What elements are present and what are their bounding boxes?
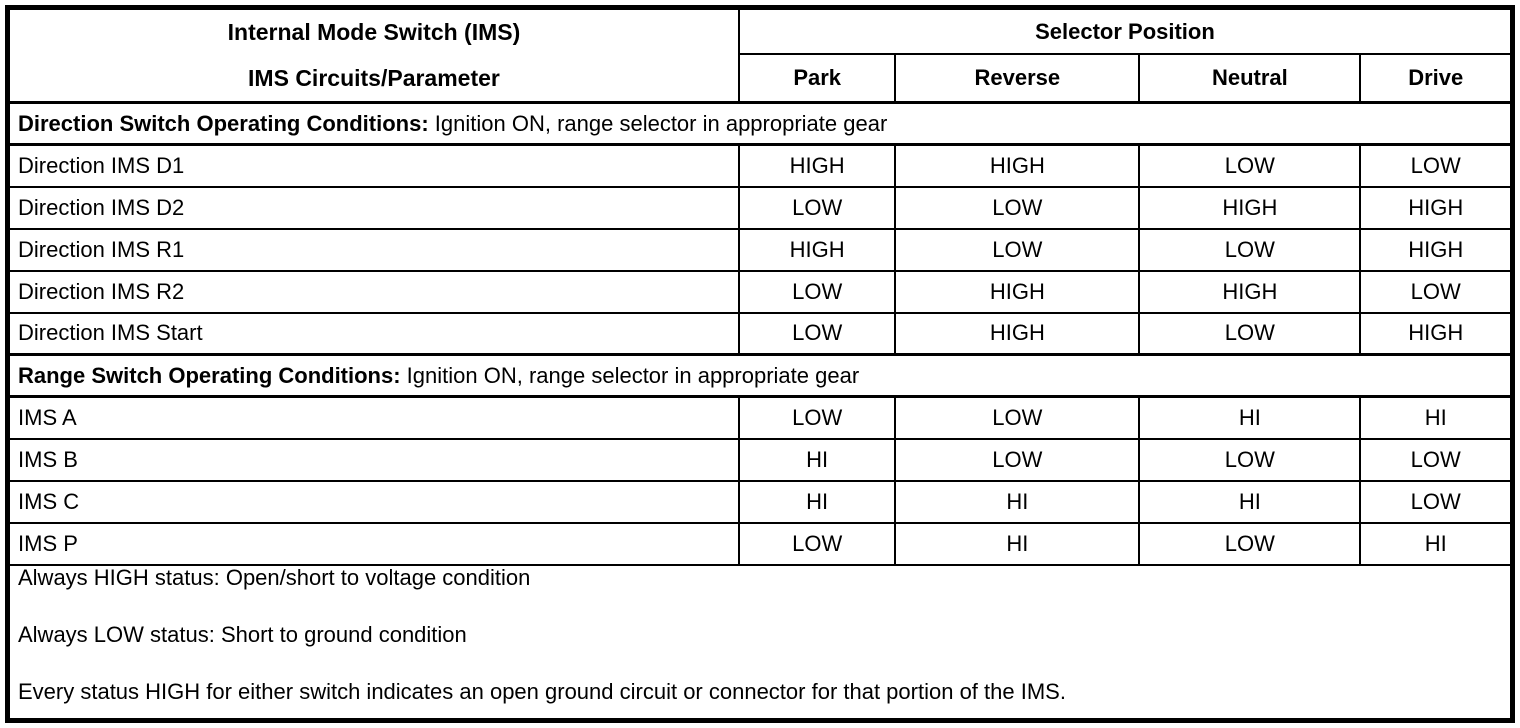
notes-cell: Always HIGH status: Open/short to voltag… (6, 563, 1514, 722)
value-cell: LOW (737, 269, 897, 314)
note-always-high: Always HIGH status: Open/short to voltag… (18, 564, 531, 590)
value-cell: LOW (1138, 437, 1362, 482)
table-row: Direction IMS R1 HIGH LOW LOW HIGH (6, 227, 1514, 272)
row-label: IMS A (6, 395, 740, 440)
table-row: IMS A LOW LOW HI HI (6, 395, 1514, 440)
row-label: Direction IMS R1 (6, 227, 740, 272)
value-cell: LOW (1359, 437, 1514, 482)
page-title: Internal Mode Switch (IMS) (227, 19, 521, 46)
value-cell: HI (737, 437, 897, 482)
row-label: IMS B (6, 437, 740, 482)
section-title-bold: Direction Switch Operating Conditions: (18, 110, 429, 136)
section-title-bold: Range Switch Operating Conditions: (18, 362, 401, 388)
value-cell: LOW (894, 395, 1141, 440)
section-title-rest: Ignition ON, range selector in appropria… (428, 110, 888, 136)
selector-position-header: Selector Position (737, 6, 1514, 56)
value-cell: HIGH (1138, 269, 1362, 314)
value-cell: LOW (1138, 521, 1362, 566)
value-cell: LOW (737, 521, 897, 566)
value-cell: HI (894, 479, 1141, 524)
value-cell: HI (1359, 521, 1514, 566)
value-cell: HI (894, 521, 1141, 566)
value-cell: LOW (894, 185, 1141, 230)
value-cell: HI (1138, 395, 1362, 440)
value-cell: LOW (737, 185, 897, 230)
notes-row: Always HIGH status: Open/short to voltag… (6, 563, 1514, 722)
value-cell: HIGH (894, 143, 1141, 188)
value-cell: HIGH (1359, 227, 1514, 272)
table-row: IMS P LOW HI LOW HI (6, 521, 1514, 566)
table-row: IMS C HI HI HI LOW (6, 479, 1514, 524)
header-left-cell: Internal Mode Switch (IMS) IMS Circuits/… (6, 6, 740, 104)
value-cell: HI (1359, 395, 1514, 440)
column-header-reverse: Reverse (894, 53, 1141, 104)
header-row-1: Internal Mode Switch (IMS) IMS Circuits/… (6, 6, 1514, 104)
value-cell: HIGH (894, 269, 1141, 314)
value-cell: HI (1138, 479, 1362, 524)
table-row: Direction IMS D1 HIGH HIGH LOW LOW (6, 143, 1514, 188)
value-cell: LOW (1359, 143, 1514, 188)
table-row: Direction IMS D2 LOW LOW HIGH HIGH (6, 185, 1514, 230)
value-cell: LOW (1138, 311, 1362, 356)
value-cell: HIGH (1359, 311, 1514, 356)
note-always-low: Always LOW status: Short to ground condi… (18, 621, 467, 647)
section-title-rest: Ignition ON, range selector in appropria… (400, 362, 860, 388)
value-cell: LOW (1138, 227, 1362, 272)
row-label: Direction IMS D2 (6, 185, 740, 230)
value-cell: LOW (1138, 143, 1362, 188)
row-label: IMS C (6, 479, 740, 524)
row-label: Direction IMS Start (6, 311, 740, 356)
column-header-drive: Drive (1359, 53, 1514, 104)
header-row-2: Park Reverse Neutral Drive (8, 53, 1514, 104)
section-header-direction-cell: Direction Switch Operating Conditions: I… (6, 101, 1514, 146)
value-cell: LOW (894, 227, 1141, 272)
column-header-park: Park (737, 53, 897, 104)
value-cell: LOW (737, 395, 897, 440)
value-cell: HIGH (1359, 185, 1514, 230)
column-header-neutral: Neutral (1138, 53, 1362, 104)
row-label: Direction IMS D1 (6, 143, 740, 188)
value-cell: HIGH (1138, 185, 1362, 230)
section-header-range: Range Switch Operating Conditions: Ignit… (6, 353, 1514, 398)
value-cell: LOW (1359, 479, 1514, 524)
value-cell: HI (737, 479, 897, 524)
page-subtitle: IMS Circuits/Parameter (248, 64, 500, 91)
table-row: Direction IMS Start LOW HIGH LOW HIGH (6, 311, 1514, 356)
row-label: IMS P (6, 521, 740, 566)
value-cell: HIGH (894, 311, 1141, 356)
note-every-status-high: Every status HIGH for either switch indi… (18, 678, 1066, 704)
table-row: Direction IMS R2 LOW HIGH HIGH LOW (6, 269, 1514, 314)
value-cell: LOW (1359, 269, 1514, 314)
section-header-range-cell: Range Switch Operating Conditions: Ignit… (6, 353, 1514, 398)
value-cell: LOW (737, 311, 897, 356)
ims-table: Internal Mode Switch (IMS) IMS Circuits/… (5, 5, 1515, 723)
row-label: Direction IMS R2 (6, 269, 740, 314)
value-cell: LOW (894, 437, 1141, 482)
value-cell: HIGH (737, 227, 897, 272)
section-header-direction: Direction Switch Operating Conditions: I… (6, 101, 1514, 146)
table-row: IMS B HI LOW LOW LOW (6, 437, 1514, 482)
value-cell: HIGH (737, 143, 897, 188)
